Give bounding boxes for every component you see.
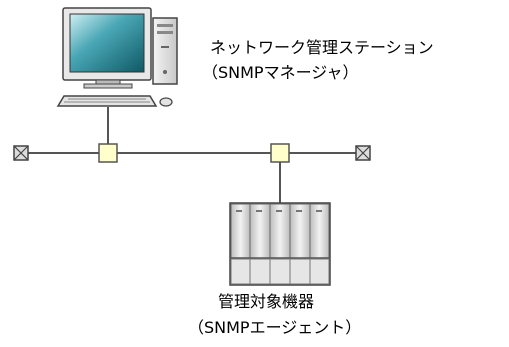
station-role-label: （SNMPマネージャ） <box>202 63 359 82</box>
device-connector-icon <box>270 143 290 163</box>
managed-device-icon <box>229 202 331 286</box>
station-connector-icon <box>98 143 118 163</box>
terminator-right-icon <box>355 145 371 161</box>
workstation-icon <box>56 7 178 107</box>
device-role-label: （SNMPエージェント） <box>188 318 362 337</box>
station-name-label: ネットワーク管理ステーション <box>210 38 434 57</box>
network-cable <box>28 107 363 203</box>
device-name-label: 管理対象機器 <box>218 292 315 311</box>
terminator-left-icon <box>13 145 29 161</box>
